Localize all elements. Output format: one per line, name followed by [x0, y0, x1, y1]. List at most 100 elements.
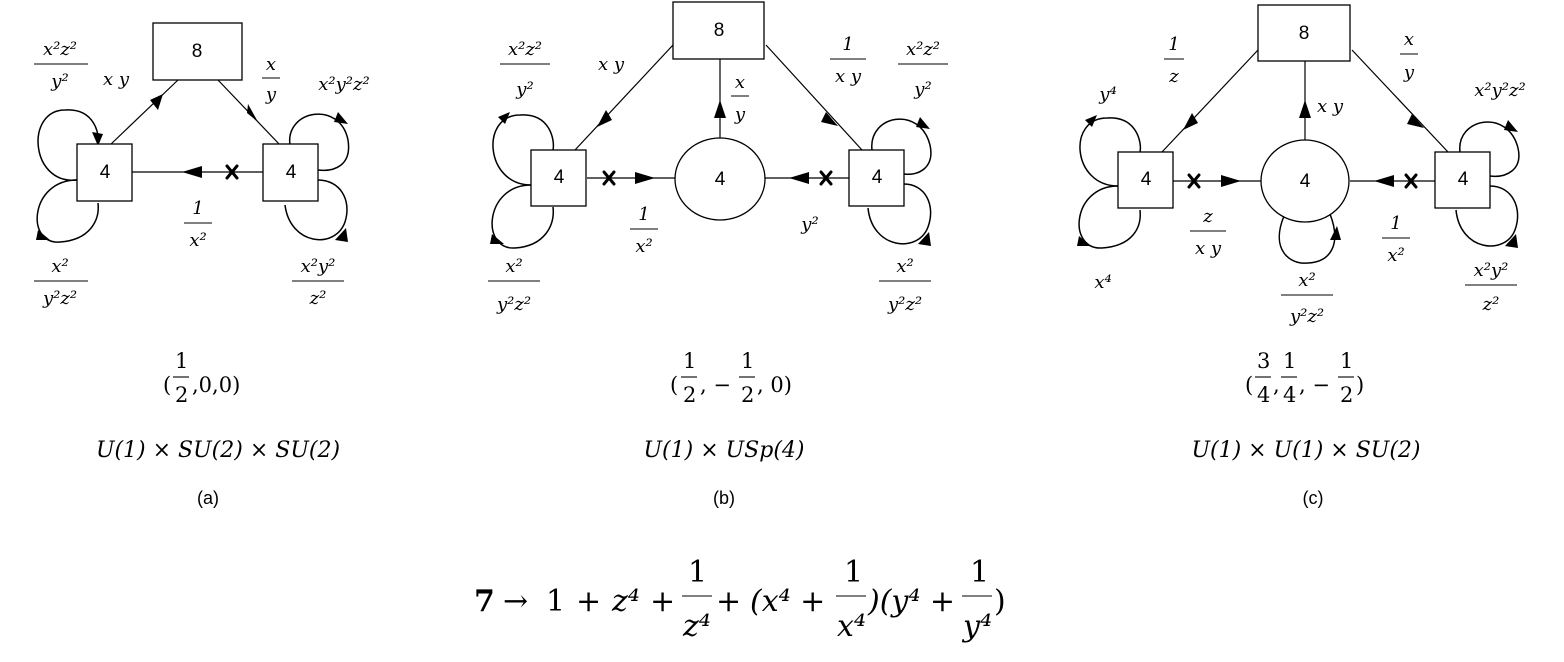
- diagram-a: 8 4 4 x y x y 1 x² x²z² y² x² y²z² x²y²z…: [34, 22, 370, 508]
- formula-paren-x: (x⁴ +: [750, 584, 825, 619]
- label-a-loop-left-bottom-num: x²: [51, 256, 68, 277]
- label-c-loop-right-bottom-den: z²: [1482, 294, 1500, 315]
- label-b-loop-right-top-num: x²z²: [906, 39, 940, 60]
- label-c-edge-right-center-den: x²: [1387, 245, 1404, 266]
- svg-text:(: (: [163, 373, 171, 397]
- svg-text:,0,0): ,0,0): [192, 373, 240, 397]
- svg-text:(: (: [670, 373, 678, 397]
- sublabel-b: (b): [713, 488, 735, 508]
- label-a-edge-bottom-num: 1: [192, 198, 203, 219]
- sublabel-a: (a): [197, 488, 219, 508]
- label-b-edge-left-top: x y: [598, 54, 625, 75]
- arrowhead-icon: [1330, 226, 1341, 240]
- arrowhead-icon: [1085, 115, 1097, 127]
- formula-paren-y: )(y⁴ +: [867, 584, 955, 619]
- svg-text:): ): [1356, 373, 1364, 397]
- arrowhead-icon: [789, 172, 809, 184]
- label-c-loop-center-den: y²z²: [1289, 306, 1324, 327]
- loop-b-right-top: [871, 118, 932, 176]
- svg-text:, −: , −: [700, 373, 731, 397]
- loop-a-right-top: [289, 113, 350, 172]
- arrowhead-icon: [36, 230, 50, 240]
- label-a-loop-right-bottom-num: x²y²: [301, 256, 336, 277]
- diagram-b: 8 4 4 4 x y x y 1 x y 1 x² y² x²z² y² x²…: [488, 1, 948, 508]
- svg-text:4: 4: [1283, 383, 1296, 407]
- svg-text:, −: , −: [1299, 373, 1330, 397]
- arrowhead-icon: [1183, 113, 1198, 130]
- svg-text:1: 1: [1283, 349, 1296, 373]
- loop-c-left-bottom: [1078, 185, 1141, 249]
- label-a-loop-left-bottom-den: y²z²: [42, 288, 77, 309]
- label-c-edge-left-center-den: x y: [1195, 238, 1222, 259]
- node-c-center: [1260, 139, 1350, 223]
- node-a-right: [262, 143, 319, 202]
- node-c-left: [1117, 151, 1174, 209]
- edge-b-top-to-left: [574, 44, 674, 151]
- label-c-edge-right-center-num: 1: [1390, 213, 1401, 234]
- label-c-edge-top-right-num: x: [1404, 29, 1414, 50]
- cross-icon: [602, 170, 616, 186]
- arrowhead-icon: [334, 112, 348, 124]
- arrowhead-icon: [1504, 120, 1518, 132]
- node-c-left-label: 4: [1141, 169, 1152, 190]
- formula-frac3-den: y⁴: [961, 609, 992, 644]
- label-b-loop-left-bottom-num: x²: [505, 256, 522, 277]
- node-b-top-label: 8: [714, 20, 725, 41]
- edge-a-left-to-top: [109, 79, 179, 146]
- label-a-loop-right-bottom-den: z²: [309, 288, 327, 309]
- node-c-top: [1257, 4, 1351, 62]
- cross-icon: [225, 164, 239, 180]
- loop-b-left-top: [492, 114, 555, 186]
- edge-b-top-to-right: [765, 44, 863, 151]
- label-c-edge-top-left-den: z: [1168, 66, 1179, 87]
- label-b-edge-left-center-den: x²: [635, 236, 652, 257]
- svg-text:1: 1: [1340, 349, 1353, 373]
- label-b-edge-left-center-num: 1: [638, 204, 649, 225]
- formula-arrow: →: [503, 584, 528, 619]
- svg-text:2: 2: [1340, 383, 1353, 407]
- label-a-edge-top-right-num: x: [266, 54, 276, 75]
- arrowhead-icon: [635, 172, 655, 184]
- label-a-edge-left-top: x y: [103, 69, 130, 90]
- svg-text:2: 2: [683, 383, 696, 407]
- charge-b: ( 1 2 , − 1 2 , 0): [670, 349, 792, 407]
- svg-text:1: 1: [683, 349, 696, 373]
- loop-c-right-top: [1459, 121, 1520, 178]
- node-b-right: [848, 149, 905, 207]
- group-b: U(1) × USp(4): [644, 438, 805, 463]
- formula-frac3-num: 1: [970, 555, 989, 590]
- label-c-edge-left-center-num: z: [1202, 206, 1213, 227]
- formula-plus: +: [716, 584, 741, 619]
- node-b-left-label: 4: [554, 167, 565, 188]
- node-b-left: [530, 149, 587, 207]
- node-a-left-label: 4: [100, 162, 111, 183]
- charge-c: ( 3 4 , 1 4 , − 1 2 ): [1245, 349, 1364, 407]
- edge-c-top-to-right: [1351, 49, 1449, 153]
- label-c-loop-left-bottom: x⁴: [1094, 272, 1111, 293]
- node-c-right: [1434, 151, 1491, 209]
- label-c-loop-right-top: x²y²z²: [1474, 80, 1525, 101]
- formula-frac2-num: 1: [844, 555, 863, 590]
- label-b-loop-left-top-num: x²z²: [508, 39, 542, 60]
- label-a-edge-top-right-den: y: [265, 84, 277, 105]
- cross-icon: [1187, 173, 1201, 189]
- loop-c-left-top: [1079, 117, 1142, 187]
- arrowhead-icon: [1299, 100, 1311, 118]
- label-a-loop-left-top-num: x²z²: [43, 39, 77, 60]
- cross-icon: [1404, 173, 1418, 189]
- arrowhead-icon: [1221, 175, 1241, 187]
- svg-text:2: 2: [741, 383, 754, 407]
- formula-lhs: 7: [474, 584, 495, 619]
- group-a: U(1) × SU(2) × SU(2): [96, 438, 340, 463]
- label-c-loop-center-num: x²: [1298, 270, 1315, 291]
- svg-text:1: 1: [741, 349, 754, 373]
- group-c: U(1) × U(1) × SU(2): [1191, 438, 1420, 463]
- sublabel-c: (c): [1303, 488, 1324, 508]
- formula-close: ): [994, 584, 1006, 619]
- label-b-loop-left-top-den: y²: [515, 79, 533, 100]
- arrowhead-icon: [916, 117, 930, 129]
- svg-text:, 0): , 0): [757, 373, 792, 397]
- node-a-left: [76, 143, 133, 202]
- arrowhead-icon: [597, 110, 612, 127]
- arrowhead-icon: [335, 228, 348, 242]
